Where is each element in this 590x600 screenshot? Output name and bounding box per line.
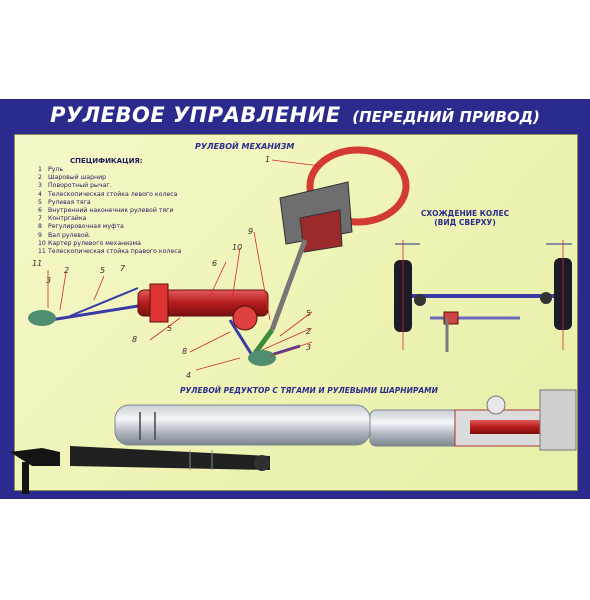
spec-item: 2 Шаровый шарнир <box>38 174 181 182</box>
spec-item-number: 3 <box>38 182 42 190</box>
gearbox-label: РУЛЕВОЙ РЕДУКТОР С ТЯГАМИ И РУЛЕВЫМИ ШАР… <box>180 386 438 395</box>
spec-item: 4 Телескопическая стойка левого колеса <box>38 191 181 199</box>
wheel-convergence-diagram <box>394 240 572 352</box>
spec-item-text: Вал рулевой. <box>48 231 91 239</box>
spec-item: 8 Регулировочная муфта <box>38 223 181 231</box>
callout-4: 4 <box>186 371 192 380</box>
callout-3b: 3 <box>306 343 312 352</box>
spec-heading: СПЕЦИФИКАЦИЯ: <box>70 157 143 165</box>
spec-item-text: Внутренний наконечник рулевой тяги <box>48 207 174 215</box>
spec-item-number: 8 <box>38 223 42 231</box>
spec-item-number: 4 <box>38 190 42 198</box>
callout-5b: 5 <box>167 324 173 333</box>
spec-item-number: 2 <box>38 174 42 182</box>
title-main: РУЛЕВОЕ УПРАВЛЕНИЕ <box>50 103 341 127</box>
callout-2b: 2 <box>306 327 312 336</box>
callout-8a: 8 <box>132 335 138 344</box>
poster-title: РУЛЕВОЕ УПРАВЛЕНИЕ (ПЕРЕДНИЙ ПРИВОД) <box>0 103 590 127</box>
callout-6: 6 <box>212 259 218 268</box>
callout-10: 10 <box>232 243 243 252</box>
spec-item-text: Картер рулевого механизма <box>48 239 141 247</box>
spec-item: 5 Рулевая тяга <box>38 199 181 207</box>
spec-item: 7 Контргайка <box>38 215 181 223</box>
steering-rack-assembly <box>28 283 301 366</box>
callout-7: 7 <box>120 264 126 273</box>
spec-item-text: Руль <box>48 166 63 173</box>
spec-item-text: Шаровый шарнир <box>48 174 107 182</box>
spec-item-text: Регулировочная муфта <box>48 223 124 231</box>
callout-leader-lines <box>47 159 321 371</box>
poster-frame: РУЛЕВОЕ УПРАВЛЕНИЕ (ПЕРЕДНИЙ ПРИВОД) РУЛ… <box>0 99 590 499</box>
spec-item-text: Телескопическая стойка правого колеса <box>48 248 182 256</box>
convergence-label: СХОЖДЕНИЕ КОЛЕС (ВИД СВЕРХУ) <box>410 209 520 227</box>
callout-3: 3 <box>46 276 52 285</box>
steering-wheel <box>247 146 410 362</box>
spec-item-text: Контргайка <box>48 215 87 223</box>
title-subtitle: (ПЕРЕДНИЙ ПРИВОД) <box>352 108 540 126</box>
callout-1: 1 <box>265 155 271 164</box>
callout-5c: 5 <box>306 309 312 318</box>
spec-item-text: Рулевая тяга <box>48 198 91 206</box>
convergence-line1: СХОЖДЕНИЕ КОЛЕС <box>420 209 510 218</box>
callout-9: 9 <box>248 227 254 236</box>
callout-11: 11 <box>32 259 43 268</box>
spec-item: 9 Вал рулевой. <box>38 232 181 240</box>
spec-item-number: 10 <box>38 239 46 247</box>
spec-item-number: 11 <box>38 248 46 256</box>
callout-5: 5 <box>100 266 106 275</box>
spec-item-number: 5 <box>38 198 42 206</box>
spec-item: 6 Внутренний наконечник рулевой тяги <box>38 207 181 215</box>
mechanism-label: РУЛЕВОЙ МЕХАНИЗМ <box>195 142 295 151</box>
spec-item-text: Телескопическая стойка левого колеса <box>48 190 178 198</box>
steering-gearbox-photo <box>10 389 577 494</box>
callout-8b: 8 <box>182 347 188 356</box>
specification-list: СПЕЦИФИКАЦИЯ: 1 Руль 2 Шаровый шарнир 3 Повор… <box>38 157 181 256</box>
spec-item: 3 Поворотный рычаг. <box>38 182 181 190</box>
spec-item: 1 Руль <box>38 166 181 174</box>
spec-item-number: 1 <box>38 166 42 173</box>
spec-item-number: 9 <box>38 231 42 239</box>
spec-item-number: 6 <box>38 207 42 215</box>
convergence-line2: (ВИД СВЕРХУ) <box>434 218 496 227</box>
spec-item-text: Поворотный рычаг. <box>48 182 112 190</box>
spec-item-number: 7 <box>38 215 42 223</box>
callout-2: 2 <box>64 266 70 275</box>
